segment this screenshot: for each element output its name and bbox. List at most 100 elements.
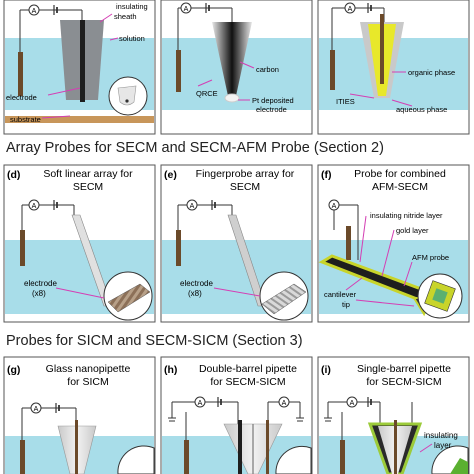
ammeter-symbol: A [332,203,337,210]
panel-title-line2: for SICM [67,376,108,388]
circuit-a: A [19,4,83,52]
reference-electrode [176,230,181,266]
ammeter-symbol: A [32,8,37,15]
ammeter-icon [180,2,192,14]
ammeter-icon [328,199,340,211]
circuit-e: A [177,199,233,230]
ammeter-symbol: A [184,6,189,13]
reference-electrode [346,226,351,260]
label-layer: layer [434,441,452,450]
panel-h: (h) Double-barrel pipette for SECM-SICM … [160,356,313,474]
annotation-lines-c [349,71,413,107]
circuit-c: A [331,2,385,50]
panel-letter: (h) [164,364,177,376]
ammeter-symbol: A [32,203,37,210]
label-electrode: electrode [256,105,287,114]
annotation-line [55,287,105,299]
label-carbon: carbon [256,65,279,74]
annotation-lines-b [197,61,255,101]
reference-electrode [20,440,25,474]
panel-title-line1: Double-barrel pipette [199,363,297,375]
reference-electrode [20,230,25,266]
ammeter-symbol: A [190,203,195,210]
label-count: (x8) [188,289,202,298]
ammeter-icon [28,199,40,211]
tip-inset [117,445,155,474]
panel-letter: (e) [164,169,177,181]
panel-title-line1: Probe for combined [354,168,446,180]
annotation-line [419,443,433,453]
carbon-probe [212,22,252,96]
pipette-wire [75,420,78,474]
ammeter-icon [30,402,42,414]
panel-d: (d) Soft linear array for SECM A electro… [3,164,156,323]
annotation-lines-a [41,13,119,119]
label-organic-phase: organic phase [408,68,455,77]
panel-title-line1: Soft linear array for [43,168,133,180]
ammeter-icon-2 [278,396,290,408]
panel-b: A carbon QRCE Pt deposited electrode [160,0,313,135]
panel-letter: (g) [7,364,20,376]
label-electrode: electrode [6,93,37,102]
label-solution: solution [119,34,145,43]
pipette-wire [266,420,269,474]
label-gold-layer: gold layer [396,226,429,235]
panel-title-line1: Glass nanopipette [46,363,131,375]
ammeter-symbol: A [350,400,355,407]
electrode-wire [80,20,85,102]
panel-a: A insulating sheath solution electrode s… [3,0,156,135]
qrce-electrode [176,50,181,92]
panel-title-line2: AFM-SECM [372,181,428,193]
ammeter-icon [344,2,356,14]
ammeter-icon [28,4,40,16]
ammeter-icon [186,199,198,211]
label-electrode: electrode [180,279,213,288]
section-title-3: Probes for SICM and SECM-SICM (Section 3… [6,333,303,349]
reference-electrode [18,52,23,96]
label-count: (x8) [32,289,46,298]
panel-f: (f) Probe for combined AFM-SECM A insula… [317,164,470,323]
panel-i: (i) Single-barrel pipette for SECM-SICM … [317,356,470,474]
panel-title-line1: Single-barrel pipette [357,363,451,375]
panel-title-line2: SECM [73,181,103,193]
ammeter-icon [194,396,206,408]
label-cantilever: cantilever [324,290,357,299]
panel-c: A organic phase ITIES aqueous phase [317,0,470,135]
tip-inset [275,445,312,474]
circuit-b: A [177,2,233,50]
carbon-barrel [238,420,242,474]
pipette-wire [394,420,397,474]
label-pt-deposited: Pt deposited [252,96,294,105]
panel-letter: (i) [321,364,331,376]
label-qrce: QRCE [196,89,218,98]
label-electrode: electrode [24,279,57,288]
panel-title-line2: SECM [230,181,260,193]
reference-electrode [184,440,189,474]
label-afm-probe: AFM probe [412,253,449,262]
label-ities: ITIES [336,97,355,106]
panel-letter: (f) [321,169,332,181]
reference-electrode [330,50,335,90]
panel-g: (g) Glass nanopipette for SICM A [3,356,156,474]
annotation-line [213,287,261,297]
substrate-layer [5,116,154,123]
label-sheath: sheath [114,12,137,21]
ammeter-symbol: A [348,6,353,13]
ammeter-symbol: A [198,400,203,407]
pt-deposit [224,93,240,103]
label-insulating-nitride: insulating nitride layer [370,211,443,220]
label-tip: tip [342,300,350,309]
panel-letter: (d) [7,169,20,181]
panel-title-line2: for SECM-SICM [210,376,285,388]
section-title-2: Array Probes for SECM and SECM-AFM Probe… [6,140,384,156]
panel-title-line1: Fingerprobe array for [196,168,295,180]
annotation-lines-f [345,215,415,307]
panel-e: (e) Fingerprobe array for SECM A electro… [160,164,313,323]
ammeter-symbol: A [282,400,287,407]
label-substrate: substrate [10,115,41,124]
ammeter-icon [346,396,358,408]
circuit-d: A [21,199,75,230]
label-insulating: insulating [424,431,458,440]
circuit-g: A [21,402,77,440]
